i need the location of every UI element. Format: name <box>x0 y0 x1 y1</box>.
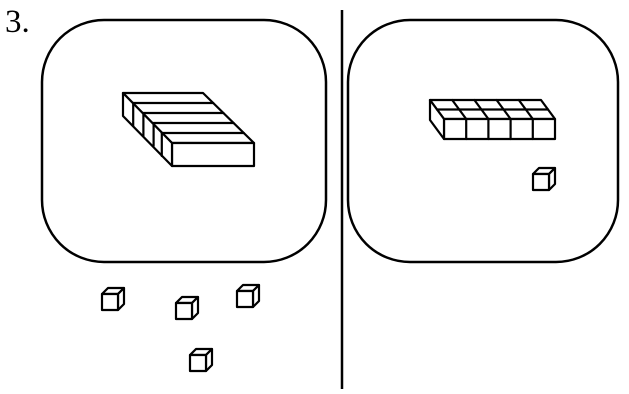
rod-front-face <box>444 119 555 139</box>
unit-cube <box>237 285 259 307</box>
unit-cube <box>176 297 198 319</box>
flat-front-face <box>172 143 254 166</box>
right-panel-frame <box>348 20 618 262</box>
unit-cube <box>190 349 212 371</box>
rod-block <box>430 100 555 139</box>
unit-cube <box>533 168 555 190</box>
problem-number: 3. <box>5 2 30 42</box>
unit-cube <box>102 288 124 310</box>
